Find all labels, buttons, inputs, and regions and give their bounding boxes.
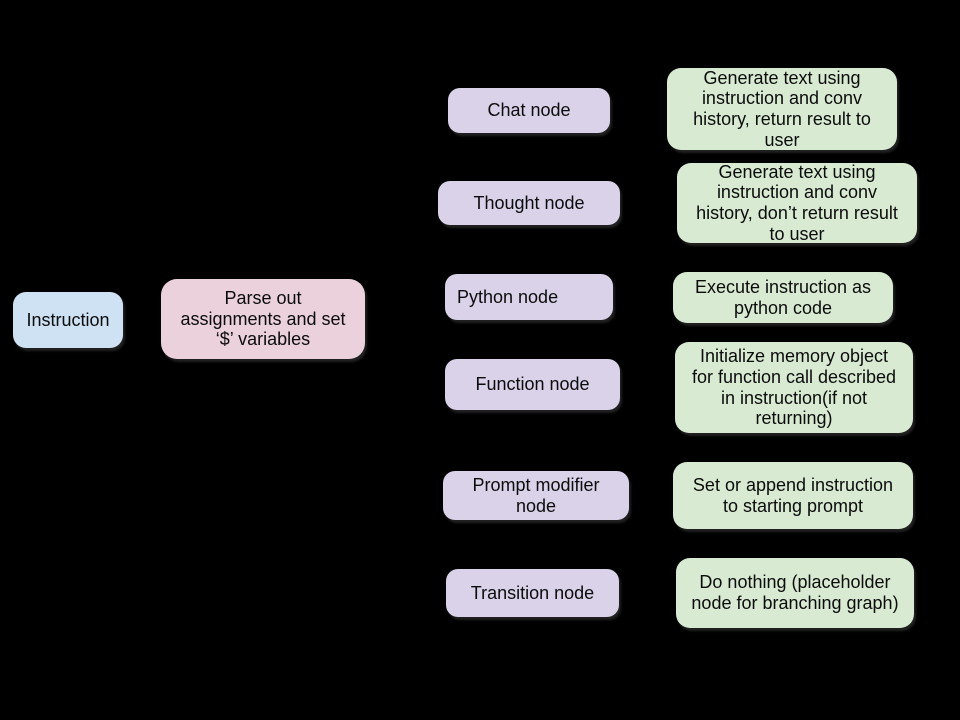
node-parse-assignments: Parse out assignments and set ‘$’ variab…: [161, 279, 365, 359]
node-prompt-modifier: Prompt modifier node: [443, 471, 629, 520]
node-instruction: Instruction: [13, 292, 123, 348]
description-python: Execute instruction as python code: [673, 272, 893, 323]
description-prompt-modifier: Set or append instruction to starting pr…: [673, 462, 913, 529]
description-function: Initialize memory object for function ca…: [675, 342, 913, 433]
description-transition: Do nothing (placeholder node for branchi…: [676, 558, 914, 628]
node-python: Python node: [445, 274, 613, 320]
description-thought: Generate text using instruction and conv…: [677, 162, 917, 244]
node-chat: Chat node: [448, 88, 610, 133]
node-thought: Thought node: [438, 181, 620, 225]
node-transition: Transition node: [446, 569, 619, 617]
node-function: Function node: [445, 359, 620, 410]
description-chat: Generate text using instruction and conv…: [667, 68, 897, 150]
